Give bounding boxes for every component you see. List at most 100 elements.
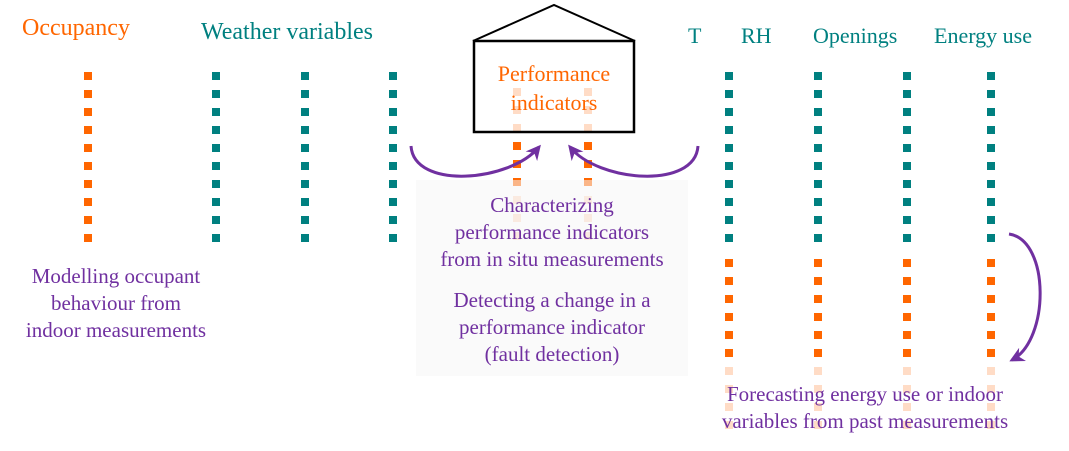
weather-measurement-dot	[389, 180, 397, 188]
weather-measurement-dot	[903, 126, 911, 134]
weather-measurement-dot	[814, 72, 822, 80]
weather-measurement-dot	[389, 126, 397, 134]
column-energy-use	[987, 72, 995, 429]
weather-measurement-dot	[903, 162, 911, 170]
occupancy-measurement-dot	[725, 277, 733, 285]
weather-measurement-dot	[389, 108, 397, 116]
performance-label-line: indicators	[510, 90, 598, 115]
column-t	[725, 72, 733, 429]
weather-measurement-dot	[389, 162, 397, 170]
weather-measurement-dot	[903, 180, 911, 188]
weather-measurement-dot	[987, 216, 995, 224]
faded-measurement-dot	[814, 403, 822, 411]
description-line: Modelling occupant	[31, 264, 201, 288]
weather-measurement-dot	[301, 90, 309, 98]
weather-measurement-dot	[212, 72, 220, 80]
weather-measurement-dot	[987, 180, 995, 188]
weather-measurement-dot	[212, 198, 220, 206]
faded-measurement-dot	[584, 124, 592, 132]
occupancy-measurement-dot	[903, 295, 911, 303]
weather-measurement-dot	[212, 108, 220, 116]
arrow-weather-to-performance	[409, 144, 541, 178]
house-body	[472, 39, 636, 134]
weather-measurement-dot	[212, 162, 220, 170]
weather-measurement-dot	[725, 108, 733, 116]
weather-measurement-dot	[987, 126, 995, 134]
weather-measurement-dot	[725, 90, 733, 98]
weather-measurement-dot	[814, 162, 822, 170]
occupancy-measurement-dot	[987, 295, 995, 303]
weather-measurement-dot	[212, 180, 220, 188]
faded-measurement-dot	[903, 385, 911, 393]
weather-measurement-dot	[389, 216, 397, 224]
occupancy-measurement-dot	[725, 331, 733, 339]
occupancy-measurement-dot	[903, 277, 911, 285]
description-line: Detecting a change in a	[453, 288, 651, 312]
faded-measurement-dot	[987, 367, 995, 375]
description-fault-detection: Detecting a change in a performance indi…	[416, 287, 688, 368]
occupancy-measurement-dot	[814, 277, 822, 285]
arrow-indoor-to-performance	[568, 144, 700, 178]
weather-measurement-dot	[903, 72, 911, 80]
weather-measurement-dot	[987, 72, 995, 80]
occupancy-measurement-dot	[987, 259, 995, 267]
weather-measurement-dot	[903, 216, 911, 224]
weather-measurement-dot	[814, 180, 822, 188]
occupancy-measurement-dot	[84, 144, 92, 152]
weather-measurement-dot	[389, 234, 397, 242]
faded-measurement-dot	[725, 403, 733, 411]
faded-measurement-dot	[725, 385, 733, 393]
weather-measurement-dot	[903, 90, 911, 98]
weather-measurement-dot	[389, 72, 397, 80]
description-occupant-behaviour: Modelling occupant behaviour from indoor…	[6, 263, 226, 344]
performance-indicators-label: Performance indicators	[474, 59, 634, 117]
faded-measurement-dot	[903, 421, 911, 429]
description-line: Characterizing	[490, 193, 614, 217]
weather-measurement-dot	[987, 234, 995, 242]
weather-measurement-dot	[987, 162, 995, 170]
faded-measurement-dot	[584, 106, 592, 114]
column-weather-2	[301, 72, 309, 242]
faded-measurement-dot	[814, 421, 822, 429]
weather-measurement-dot	[389, 144, 397, 152]
weather-measurement-dot	[903, 144, 911, 152]
center-text-background	[416, 180, 688, 376]
occupancy-measurement-dot	[584, 142, 592, 150]
occupancy-measurement-dot	[814, 259, 822, 267]
weather-measurement-dot	[725, 144, 733, 152]
description-line: (fault detection)	[484, 342, 620, 366]
column-weather-1	[212, 72, 220, 242]
occupancy-measurement-dot	[725, 295, 733, 303]
faded-measurement-dot	[903, 403, 911, 411]
description-line: from in situ measurements	[440, 247, 664, 271]
weather-measurement-dot	[301, 180, 309, 188]
weather-measurement-dot	[903, 108, 911, 116]
arrow-forecast	[1008, 232, 1042, 362]
weather-measurement-dot	[301, 198, 309, 206]
weather-measurement-dot	[212, 90, 220, 98]
weather-measurement-dot	[903, 234, 911, 242]
occupancy-measurement-dot	[814, 349, 822, 357]
occupancy-measurement-dot	[725, 349, 733, 357]
weather-measurement-dot	[725, 198, 733, 206]
occupancy-measurement-dot	[903, 259, 911, 267]
weather-measurement-dot	[814, 90, 822, 98]
occupancy-measurement-dot	[987, 331, 995, 339]
weather-measurement-dot	[212, 144, 220, 152]
occupancy-measurement-dot	[84, 180, 92, 188]
occupancy-measurement-dot	[903, 349, 911, 357]
occupancy-measurement-dot	[84, 162, 92, 170]
column-openings	[903, 72, 911, 429]
weather-measurement-dot	[301, 126, 309, 134]
faded-measurement-dot	[513, 106, 521, 114]
weather-measurement-dot	[814, 198, 822, 206]
weather-measurement-dot	[725, 126, 733, 134]
description-line: Forecasting energy use or indoor	[726, 382, 1004, 406]
occupancy-measurement-dot	[84, 198, 92, 206]
occupancy-measurement-dot	[903, 331, 911, 339]
weather-measurement-dot	[814, 216, 822, 224]
occupancy-measurement-dot	[84, 216, 92, 224]
weather-measurement-dot	[725, 180, 733, 188]
occupancy-measurement-dot	[84, 90, 92, 98]
